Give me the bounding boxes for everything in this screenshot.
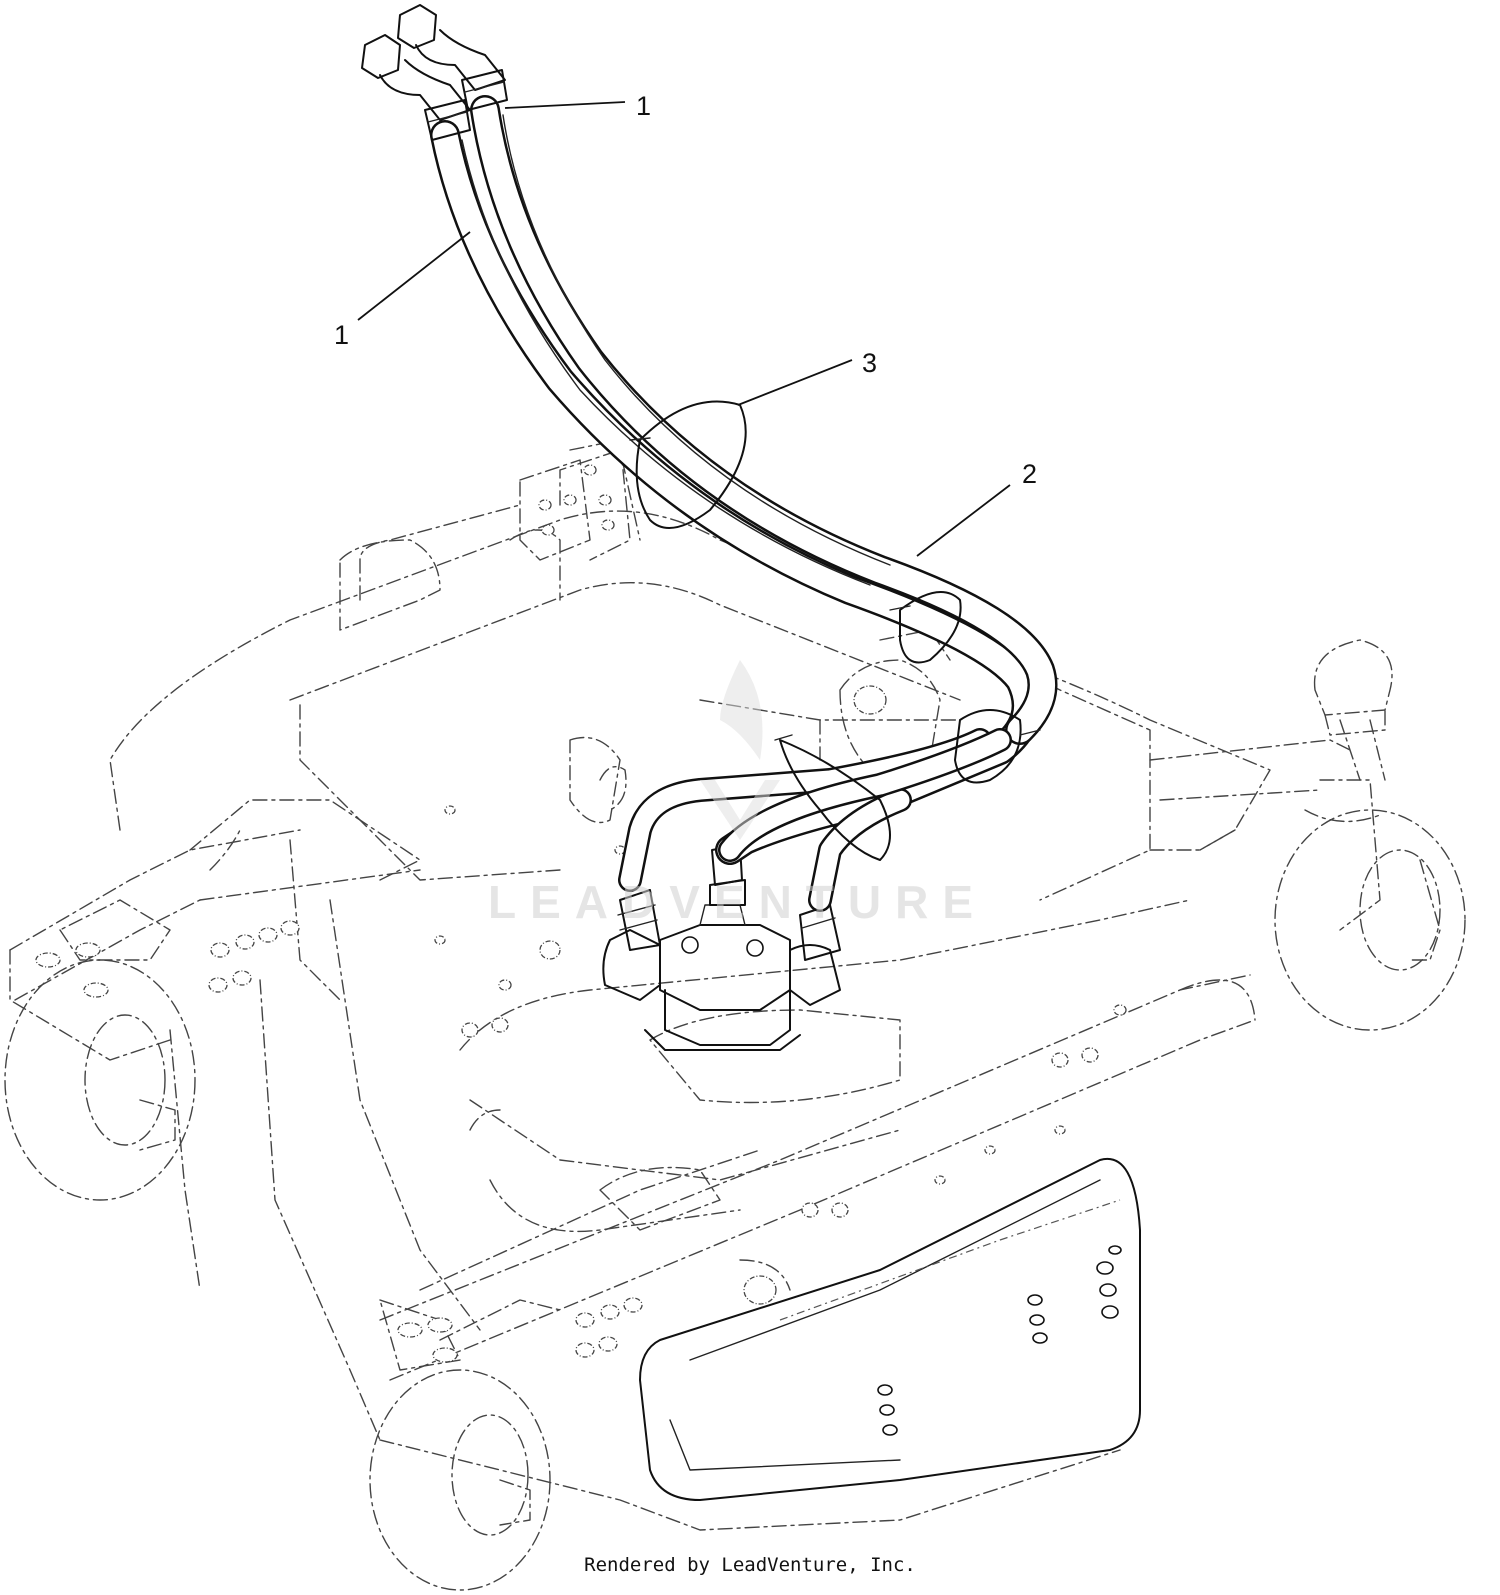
render-credit: Rendered by LeadVenture, Inc. [584,1554,916,1576]
callouts: 1 1 3 2 [334,91,1037,557]
caster-wheel-right [1274,639,1466,1031]
hose-clamps [629,400,1041,861]
mower-deck [9,449,1351,1531]
callout-1-lower: 1 [334,320,349,350]
leader-line-2 [916,484,1011,557]
hydraulic-motor [602,844,841,1051]
watermark-text: LEADVENTURE [488,876,987,928]
caster-wheel-left-front [4,899,196,1201]
leader-line-3 [737,359,853,406]
leader-line-1-upper [504,101,626,109]
rail-holes [208,805,1127,1358]
leader-line-1-lower [357,231,471,321]
caster-wheel-left-rear [369,1299,551,1591]
front-bumper [639,1157,1141,1501]
deck-brackets [519,439,951,771]
callout-1-upper: 1 [636,91,651,121]
callout-3: 3 [862,348,877,378]
watermark: LEADVENTURE [488,660,987,928]
hydraulic-hoses [361,4,1058,912]
callout-2: 2 [1022,459,1037,489]
